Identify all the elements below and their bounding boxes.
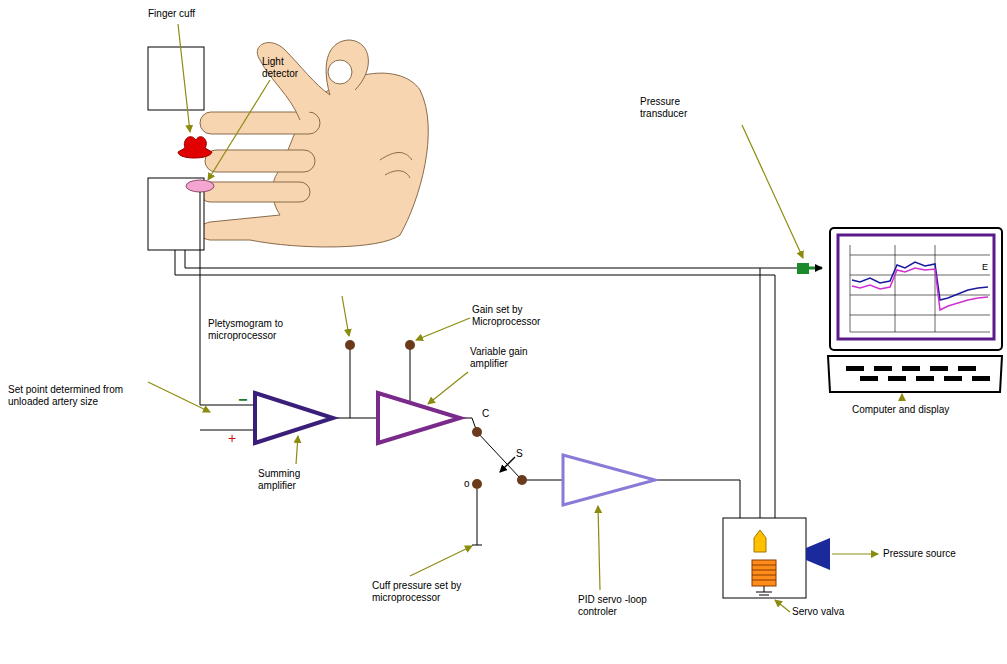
finger-cuff	[178, 137, 212, 158]
hand	[199, 40, 429, 247]
callout-label: Variable gain amplifier	[470, 346, 550, 370]
callout-label: Servo valva	[792, 606, 872, 618]
sign-label: −	[238, 390, 252, 409]
terminal-label: C	[482, 408, 496, 420]
callout-label: Pressure transducer	[640, 96, 710, 120]
light-detector	[186, 180, 214, 192]
servo-valve	[723, 518, 830, 598]
callout-label: Light detector	[262, 56, 312, 80]
summing-amplifier	[255, 393, 333, 443]
callout-label: Cuff pressure set by microprocessor	[372, 580, 492, 604]
terminal-label: o	[464, 478, 476, 490]
computer	[828, 228, 1002, 392]
callout-label: Set point determined from unloaded arter…	[8, 384, 148, 408]
wires	[175, 192, 800, 548]
sign-label: +	[228, 430, 242, 447]
callout-label: PID servo -loop controler	[578, 594, 658, 618]
leader-lines	[148, 24, 902, 612]
callout-label: Gain set by Microprocessor	[472, 304, 572, 328]
callout-label: Finger cuff	[148, 8, 218, 20]
callout-label: Pressure source	[883, 548, 983, 560]
trace-label: E	[982, 262, 994, 273]
terminal-label: S	[516, 448, 530, 460]
transducer-output	[809, 267, 822, 270]
pressure-transducer	[797, 263, 809, 274]
variable-gain-amplifier	[378, 393, 460, 443]
switch-arrow	[500, 457, 515, 472]
callout-label: Summing amplifier	[258, 468, 328, 492]
wire	[477, 489, 478, 545]
callout-label: Pletysmogram to microprocessor	[208, 318, 328, 342]
wire	[472, 545, 482, 546]
callout-label: Computer and display	[852, 404, 992, 416]
pid-controller	[563, 455, 655, 505]
